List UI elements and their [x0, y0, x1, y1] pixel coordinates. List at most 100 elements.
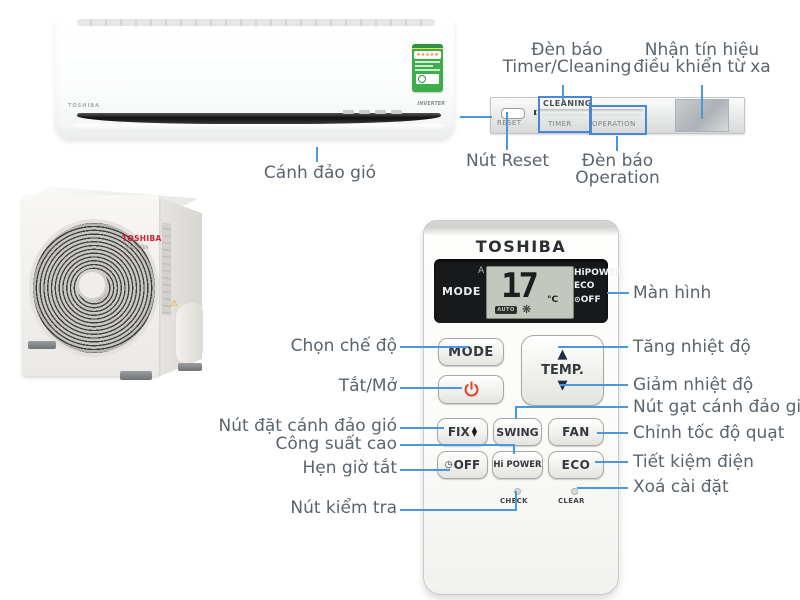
pointer-check-h [400, 509, 517, 511]
label-mode: Chọn chế độ [290, 336, 397, 356]
remote-brand-logo: TOSHIBA [475, 237, 567, 256]
label-swing: Nút gạt cánh đảo gió [633, 397, 800, 417]
label-clear: Xoá cài đặt [633, 477, 729, 497]
pointer-fix [400, 427, 444, 429]
energy-label-header [412, 44, 443, 49]
pointer-fan [597, 432, 628, 434]
label-operation: Đèn báo Operation [575, 151, 660, 188]
remote-lcd: MODE A 17 °C AUTO ❋ HiPOWER ECO ⊙OFF [434, 259, 622, 323]
lcd-fan-icon: ❋ [522, 303, 532, 316]
pointer-swing-h [515, 406, 628, 408]
lcd-mode-text: MODE [442, 285, 481, 298]
label-temp-down: Giảm nhiệt độ [633, 375, 754, 395]
pipe-cover [176, 301, 203, 365]
outdoor-foot [178, 363, 202, 371]
temp-down-icon: ▼ [558, 379, 568, 392]
outdoor-unit: TOSHIBA INVERTER ⚠ [18, 183, 208, 388]
energy-stars: ★★★★★ [414, 51, 441, 59]
indoor-bottom-lip [73, 124, 443, 133]
outdoor-brand-logo: TOSHIBA [122, 234, 162, 243]
lcd-off-text: OFF [580, 295, 601, 305]
pointer-receiver [701, 85, 703, 119]
pointer-mode [400, 346, 468, 348]
pointer-vane [316, 147, 318, 162]
power-button [438, 375, 504, 404]
vane-buttons [343, 110, 402, 114]
label-check: Nút kiểm tra [290, 498, 397, 518]
lcd-auto-letter: A [478, 266, 485, 276]
fix-button: FIX ▲ ▼ [437, 418, 488, 446]
pointer-screen [607, 292, 629, 294]
outdoor-foot [28, 341, 56, 349]
cleaning-label: CLEANING [543, 99, 592, 108]
label-timer-cleaning: Đèn báo Timer/Cleaning [502, 40, 632, 77]
fix-arrows-icon: ▲ ▼ [471, 424, 478, 438]
clear-label: CLEAR [558, 497, 585, 505]
operation-highlight-box [589, 105, 647, 135]
pointer-eco [595, 461, 628, 463]
lcd-eco-text: ECO [574, 281, 595, 291]
timer-clock-icon: ◷ [444, 460, 453, 470]
reset-label: RESET [497, 119, 522, 127]
label-receiver: Nhận tín hiệu điều khiển từ xa [633, 40, 771, 77]
fan-button: FAN [548, 418, 604, 446]
pointer-operation [616, 136, 618, 151]
check-label: CHECK [500, 497, 528, 505]
outdoor-inverter-badge: INVERTER [126, 246, 149, 251]
operation-label: OPERATION [592, 120, 636, 128]
label-eco: Tiết kiệm điện [633, 452, 754, 472]
timer-off-button: ◷ OFF [437, 451, 488, 479]
label-screen: Màn hình [633, 283, 712, 303]
timer-cleaning-highlight-box [538, 96, 592, 133]
pointer-timer-cleaning [562, 85, 564, 101]
label-vane: Cánh đảo gió [263, 163, 377, 183]
warning-icon: ⚠ [170, 299, 179, 309]
check-hole [514, 488, 521, 495]
reset-button [501, 108, 525, 119]
timer-label: TIMER [548, 120, 572, 128]
lcd-hipower-text: HiPOWER [574, 268, 622, 278]
temp-up-icon: ▲ [557, 347, 568, 362]
pointer-reset [506, 112, 508, 150]
pointer-indoor-panel [460, 116, 492, 118]
indoor-top-vent [77, 19, 435, 26]
clear-hole [571, 488, 578, 495]
mode-button: MODE [438, 338, 504, 366]
label-reset: Nút Reset [465, 151, 550, 171]
fan-grille [29, 219, 159, 357]
label-fix: Nút đặt cánh đảo gió [218, 416, 397, 436]
lcd-temp-value: 17 [501, 266, 539, 306]
temp-button-label: TEMP. [541, 363, 584, 378]
label-off: Hẹn giờ tắt [302, 458, 398, 478]
swing-button: SWING [493, 418, 542, 446]
label-fan: Chỉnh tốc độ quạt [633, 423, 785, 443]
indoor-unit: TOSHIBA INVERTER ★★★★★ [55, 17, 455, 139]
pointer-temp-up [558, 346, 628, 348]
label-hipower: Công suất cao [275, 434, 397, 454]
air-deflector-vane [77, 113, 441, 124]
fan-hub [76, 269, 108, 301]
energy-label-logo-box [416, 74, 439, 84]
pointer-check-v [515, 491, 517, 509]
pointer-hipower-v [513, 444, 515, 454]
pointer-power [400, 387, 462, 389]
power-icon [464, 381, 478, 397]
pointer-swing-v [515, 406, 517, 419]
hipower-button: Hi POWER [492, 451, 543, 479]
eco-button: ECO [548, 451, 604, 479]
lcd-timer-clock-icon: ⊙ [574, 295, 581, 304]
inverter-badge: INVERTER [417, 101, 445, 107]
lcd-temp-screen: 17 °C AUTO ❋ [486, 266, 574, 319]
label-temp-up: Tăng nhiệt độ [633, 337, 751, 357]
pointer-hipower-h [400, 444, 515, 446]
lcd-status-column: HiPOWER ECO ⊙OFF [574, 267, 622, 307]
energy-label: ★★★★★ [412, 44, 443, 92]
pointer-temp-down [560, 384, 628, 386]
lcd-temp-unit: °C [547, 295, 559, 305]
pointer-off [400, 469, 450, 471]
indoor-brand-logo: TOSHIBA [68, 103, 100, 109]
pointer-clear [577, 487, 628, 489]
outdoor-foot [120, 371, 152, 380]
label-power: Tắt/Mở [338, 376, 397, 396]
